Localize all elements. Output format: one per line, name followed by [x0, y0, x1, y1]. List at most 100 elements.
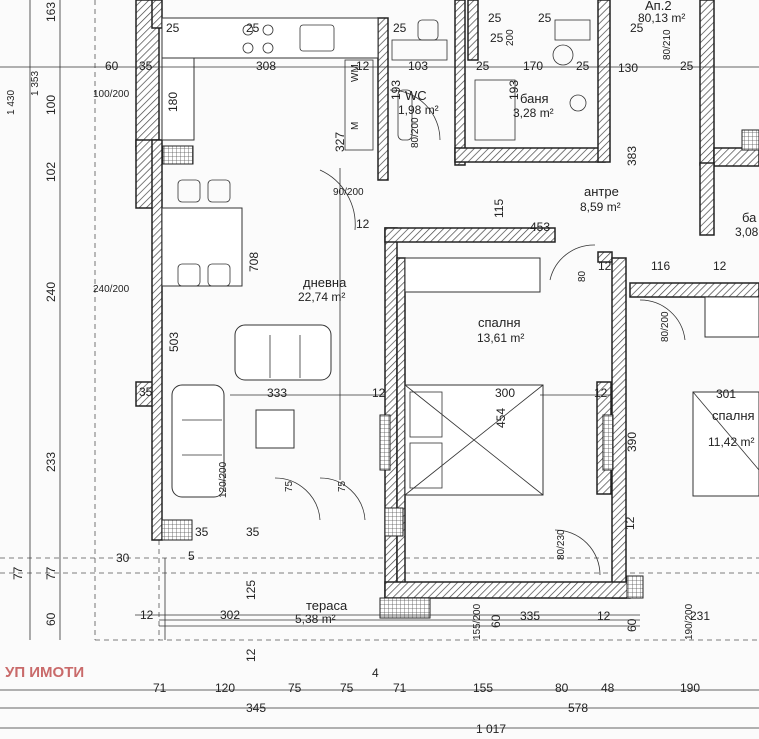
dining-table [161, 179, 243, 287]
apartment-area: 80,13 m² [638, 11, 685, 25]
dim-opening: 155/200 [472, 603, 483, 640]
dim-row2: 25 [476, 59, 490, 73]
dim-interior: 12 [597, 609, 611, 623]
room-name-bedroom2: спалня [712, 408, 755, 423]
room-area-bedroom1: 13,61 m² [477, 331, 524, 345]
dim-opening: 80/200 [410, 117, 421, 148]
dim-bottom: 48 [601, 681, 615, 695]
room-area-bath2: 3,08 [735, 225, 759, 239]
dim-interior: 12 [372, 386, 386, 400]
dim-interior: 708 [247, 252, 261, 272]
dim-bottom: 80 [555, 681, 569, 695]
dim-interior: 12 [713, 259, 727, 273]
room-area-bath: 3,28 m² [513, 106, 554, 120]
dim-bottom: 120 [215, 681, 235, 695]
dim-top: 25 [630, 21, 644, 35]
dim-interior: 5 [188, 549, 195, 563]
room-area-hall: 8,59 m² [580, 200, 621, 214]
dim-row2: 25 [576, 59, 590, 73]
dim-interior: 35 [195, 525, 209, 539]
room-area-living: 22,74 m² [298, 290, 345, 304]
room-area-terrace: 5,38 m² [295, 612, 336, 626]
dim-row2: 103 [408, 59, 428, 73]
door-swings [274, 89, 686, 576]
dim-top: 25 [246, 21, 260, 35]
dim-interior: 193 [507, 80, 521, 100]
dim-bottom-total: 578 [568, 701, 588, 715]
dim-interior: 12 [244, 648, 258, 662]
dim-row2: 170 [523, 59, 543, 73]
dim-interior: 453 [530, 220, 550, 234]
dim-row2: 60 [105, 59, 119, 73]
sofas [171, 324, 332, 498]
dim-bottom: 75 [288, 681, 302, 695]
dim-opening: 75 [337, 480, 348, 492]
dim-interior: 125 [244, 580, 258, 600]
dim-interior: 60 [625, 618, 639, 632]
dim-interior: 12 [140, 608, 154, 622]
dim-left: 233 [44, 452, 58, 472]
dim-row2: 35 [139, 59, 153, 73]
dim-bottom: 190 [680, 681, 700, 695]
apartment-label: Ап.2 [645, 0, 672, 13]
dim-left: 163 [44, 2, 58, 22]
dim-opening: 120/200 [218, 461, 229, 498]
dim-top: 200 [505, 29, 516, 46]
dim-interior: 115 [492, 199, 506, 218]
dim-interior: 35 [139, 385, 153, 399]
beds [379, 257, 759, 619]
dim-top: 25 [490, 31, 504, 45]
dim-left: 77 [11, 566, 25, 580]
dim-opening: 75 [284, 480, 295, 492]
dim-top: 25 [393, 21, 407, 35]
dim-left: 60 [44, 612, 58, 626]
dim-interior: 60 [489, 614, 503, 628]
dim-interior: 231 [690, 609, 710, 623]
terrace-railing [159, 558, 640, 640]
dim-opening: 190/200 [684, 603, 695, 640]
room-area-bedroom2: 11,42 m² [708, 435, 754, 449]
dim-interior: 300 [495, 386, 515, 400]
dim-interior: 503 [167, 332, 181, 352]
room-name-living: дневна [303, 275, 347, 290]
dim-bottom: 71 [393, 681, 407, 695]
dim-left: 1 353 [30, 71, 41, 96]
dim-interior: 35 [246, 525, 260, 539]
room-name-terrace: тераса [306, 598, 348, 613]
dim-opening: 80/230 [556, 529, 567, 560]
dim-row2: 12 [356, 59, 370, 73]
walls [135, 0, 759, 599]
dim-interior: 12 [598, 259, 612, 273]
dim-interior: 302 [220, 608, 240, 622]
dim-row2: 25 [680, 59, 694, 73]
dim-interior: 12 [623, 516, 637, 530]
dim-interior: 301 [716, 387, 736, 401]
dim-left: 102 [44, 162, 58, 182]
dim-left: 100 [44, 95, 58, 115]
dim-bottom-total: 345 [246, 701, 266, 715]
dim-left: 77 [44, 566, 58, 580]
room-name-wc: WC [405, 88, 427, 103]
dim-interior: 180 [166, 92, 180, 112]
room-name-bedroom1: спалня [478, 315, 521, 330]
floor-number: 4 [372, 666, 379, 680]
dim-interior: 116 [651, 259, 670, 273]
dim-row2: 308 [256, 59, 276, 73]
room-name-bath: баня [520, 91, 549, 106]
dim-opening: 80/210 [662, 29, 673, 60]
dim-interior: 390 [625, 432, 639, 452]
dim-interior: 30 [116, 551, 130, 565]
dim-top: 25 [488, 11, 502, 25]
dim-left: 1 430 [6, 90, 17, 115]
dim-interior: 333 [267, 386, 287, 400]
room-name-bath2: ба [742, 210, 757, 225]
dim-opening: 80 [577, 270, 588, 282]
dim-bottom: 71 [153, 681, 167, 695]
dim-interior: 335 [520, 609, 540, 623]
dim-opening: 80/200 [660, 311, 671, 342]
dim-interior: 12 [356, 217, 370, 231]
watermark: УП ИМОТИ [5, 664, 84, 681]
fixture-wm: WM [350, 64, 361, 82]
